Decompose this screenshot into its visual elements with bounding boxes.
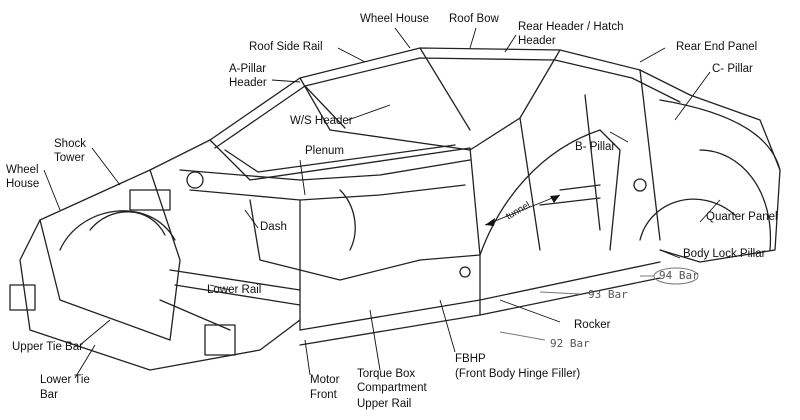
label-torque-box-line1: Torque Box <box>357 368 416 380</box>
label-motor-line2: Front <box>310 389 337 401</box>
label-rear-header-line1: Rear Header / Hatch <box>518 21 624 33</box>
label-rocker: Rocker <box>574 319 611 331</box>
label-c-pillar: C- Pillar <box>712 63 753 75</box>
label-fbhp-line1: FBHP <box>455 353 486 365</box>
label-a-pillar-line2: Header <box>229 77 267 89</box>
label-93-bar: 93 Bar <box>588 288 628 301</box>
label-wheel-house-top: Wheel House <box>360 13 430 25</box>
label-wheel-house-left-line2: House <box>6 178 40 190</box>
label-roof-bow: Roof Bow <box>449 13 499 25</box>
label-rear-header-line2: Header <box>518 35 556 47</box>
label-quarter-panel: Quarter Panel <box>706 211 778 223</box>
label-body-lock-pillar: Body Lock Pillar <box>683 248 766 260</box>
label-torque-box-line2: Compartment <box>357 382 427 394</box>
label-a-pillar-line1: A-Pillar <box>229 63 267 75</box>
label-dash: Dash <box>260 221 287 233</box>
label-plenum: Plenum <box>305 145 344 157</box>
label-ws-header: W/S Header <box>290 115 353 127</box>
label-94-bar: 94 Bar <box>659 269 699 282</box>
label-shock-tower-line2: Tower <box>54 152 85 164</box>
label-wheel-house-left-line1: Wheel <box>6 164 39 176</box>
label-shock-tower-line1: Shock <box>54 138 86 150</box>
label-motor-line1: Motor <box>310 374 340 386</box>
label-fbhp-line2: (Front Body Hinge Filler) <box>455 368 581 380</box>
label-lower-tie-line2: Bar <box>40 389 58 401</box>
label-upper-tie-bar: Upper Tie Bar <box>12 341 83 353</box>
label-lower-rail: Lower Rail <box>207 284 262 296</box>
label-92-bar: 92 Bar <box>550 337 590 350</box>
label-torque-box-line3: Upper Rail <box>357 398 412 410</box>
label-rear-end-panel: Rear End Panel <box>676 41 758 53</box>
label-lower-tie-line1: Lower Tie <box>40 374 90 386</box>
label-roof-side-rail: Roof Side Rail <box>249 41 323 53</box>
label-b-pillar: B- Pillar <box>575 141 616 153</box>
